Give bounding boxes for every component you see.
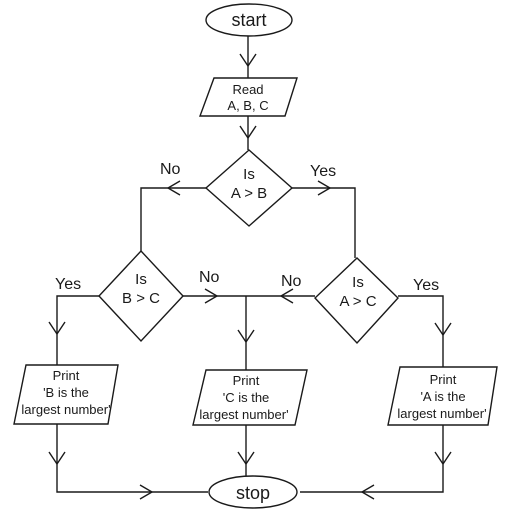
- connector-print-a-stop: [300, 425, 444, 493]
- decision-ab-line1: Is: [243, 166, 255, 183]
- arrowhead-down-decision-ab: [239, 125, 257, 140]
- arrowhead-down-bc-yes: [48, 321, 66, 336]
- start-label: start: [231, 10, 266, 30]
- arrowhead-down-ac-yes: [434, 322, 452, 337]
- label-ac-yes: Yes: [413, 277, 439, 294]
- label-bc-no: No: [199, 269, 220, 286]
- arrowhead-left-stop: [360, 484, 375, 500]
- decision-b-gt-c: Is B > C: [98, 249, 184, 343]
- arrowhead-down-print-b-stop: [48, 451, 66, 466]
- arrowhead-down-read: [239, 53, 257, 68]
- arrowhead-left-ab-no: [166, 180, 181, 196]
- decision-a-gt-c: Is A > C: [314, 257, 399, 345]
- arrowhead-down-print-c: [237, 329, 255, 344]
- decision-ac-line2: A > C: [339, 293, 376, 310]
- label-ab-no: No: [160, 161, 181, 178]
- arrowhead-right-stop: [139, 484, 154, 500]
- arrowhead-down-print-c-stop: [237, 451, 255, 466]
- connectors: [56, 36, 444, 493]
- print-a-line2: 'A is the: [420, 389, 465, 404]
- print-a-line1: Print: [430, 372, 457, 387]
- decision-bc-line1: Is: [135, 271, 147, 288]
- arrowhead-left-ac-no: [279, 288, 294, 304]
- print-b-line1: Print: [53, 368, 80, 383]
- stop-node: stop: [208, 475, 298, 509]
- branch-labels: No Yes Yes No No Yes: [55, 161, 439, 294]
- start-node: start: [205, 3, 293, 37]
- read-label-line1: Read: [232, 82, 263, 97]
- read-node: Read A, B, C: [198, 77, 298, 117]
- decision-a-gt-b: Is A > B: [204, 149, 294, 227]
- label-bc-yes: Yes: [55, 276, 81, 293]
- arrowheads: [48, 53, 452, 500]
- decision-ab-line2: A > B: [231, 185, 267, 202]
- arrowhead-right-bc-no: [204, 288, 219, 304]
- print-a-node: Print 'A is the largest number': [387, 366, 498, 426]
- connector-ab-yes: [292, 187, 356, 258]
- label-ab-yes: Yes: [310, 163, 336, 180]
- arrowhead-right-ab-yes: [317, 180, 332, 196]
- read-label-line2: A, B, C: [227, 98, 268, 113]
- label-ac-no: No: [281, 273, 302, 290]
- decision-bc-line2: B > C: [122, 290, 160, 307]
- connector-ac-yes: [398, 295, 444, 367]
- stop-label: stop: [236, 483, 270, 503]
- print-c-line2: 'C is the: [223, 390, 270, 405]
- connector-bc-yes: [56, 295, 99, 365]
- print-b-node: Print 'B is the largest number': [13, 364, 119, 425]
- print-c-node: Print 'C is the largest number': [192, 369, 308, 426]
- print-b-line2: 'B is the: [43, 385, 89, 400]
- print-c-line3: largest number': [199, 407, 288, 422]
- print-b-line3: largest number': [21, 402, 110, 417]
- print-a-line3: largest number': [397, 406, 486, 421]
- decision-ac-line1: Is: [352, 274, 364, 291]
- connector-ab-no: [140, 187, 206, 251]
- print-c-line1: Print: [233, 373, 260, 388]
- connector-print-b-stop: [56, 423, 208, 493]
- arrowhead-down-print-a-stop: [434, 451, 452, 466]
